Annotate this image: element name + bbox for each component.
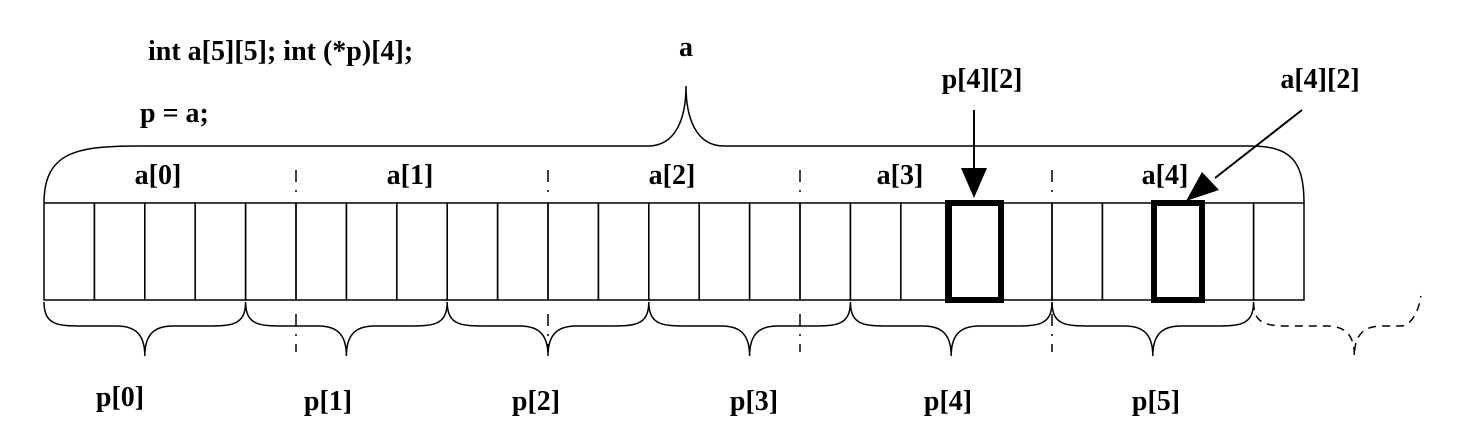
memory-cell (799, 202, 852, 301)
memory-cell (244, 202, 297, 301)
memory-cell (43, 202, 96, 301)
memory-cell (950, 202, 1003, 301)
highlight-p-4-2 (945, 200, 1004, 303)
pointer-label-p1: p[1] (304, 386, 352, 417)
memory-cell (648, 202, 700, 301)
pointer-labels: p[0] p[1] p[2] p[3] p[4] p[5] (96, 382, 1180, 417)
row-separators (295, 170, 1053, 352)
memory-cells (43, 202, 1305, 301)
pointer-label-p2: p[2] (512, 386, 560, 417)
memory-cell (295, 202, 348, 301)
pointer-brace-1 (244, 301, 448, 357)
memory-cell (1252, 202, 1305, 301)
pointer-label-p3: p[3] (730, 386, 778, 417)
pointer-label-p5: p[5] (1132, 386, 1180, 417)
memory-cell (496, 202, 549, 301)
row-labels: a[0] a[1] a[2] a[3] a[4] (135, 160, 1189, 191)
pointer-label-p4: p[4] (924, 386, 972, 417)
row-label-a0: a[0] (135, 160, 182, 191)
highlight-a-4-2 (1151, 200, 1205, 303)
pointer-brace-4 (849, 301, 1053, 357)
pointer-braces (43, 295, 1422, 357)
memory-cell (1202, 202, 1255, 301)
memory-cell (1101, 202, 1154, 301)
pointer-brace-3 (648, 301, 852, 357)
callout-a-4-2: a[4][2] (1280, 64, 1359, 95)
memory-cell (698, 202, 751, 301)
memory-cell (900, 202, 952, 301)
row-label-a2: a[2] (649, 160, 696, 191)
pointer-brace-2 (446, 301, 650, 357)
memory-cell (597, 202, 650, 301)
memory-cell (446, 202, 499, 301)
memory-cell (396, 202, 448, 301)
memory-cell (345, 202, 398, 301)
arrow-a-4-2 (1186, 109, 1303, 201)
array-label: a (679, 32, 693, 63)
row-label-a1: a[1] (387, 160, 434, 191)
row-label-a3: a[3] (877, 160, 924, 191)
memory-cell (849, 202, 902, 301)
memory-cell (194, 202, 247, 301)
pointer-brace-5 (1051, 301, 1255, 357)
callout-p-4-2: p[4][2] (942, 64, 1023, 95)
assignment-text: p = a; (140, 98, 209, 129)
pointer-brace-overflow (1252, 295, 1422, 357)
memory-cell (1000, 202, 1053, 301)
memory-cell (748, 202, 801, 301)
pointer-label-p0: p[0] (96, 382, 144, 413)
pointer-brace-0 (43, 301, 247, 357)
array-top-brace (43, 85, 1305, 204)
memory-cell (93, 202, 146, 301)
memory-cell (144, 202, 196, 301)
arrow-p-4-2 (961, 110, 987, 198)
row-label-a4: a[4] (1142, 160, 1189, 191)
memory-cell (1152, 202, 1204, 301)
declaration-text: int a[5][5]; int (*p)[4]; (148, 36, 413, 67)
memory-cell (547, 202, 600, 301)
memory-cell (1051, 202, 1104, 301)
